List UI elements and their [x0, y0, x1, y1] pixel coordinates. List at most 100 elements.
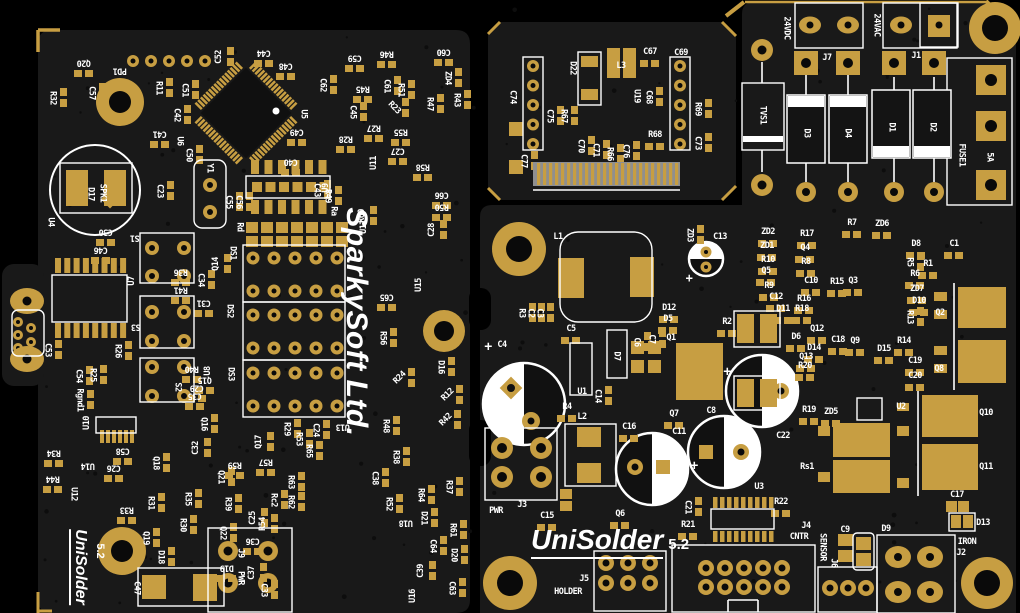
silkscreen-label: U4	[45, 217, 56, 227]
silkscreen-label: C10	[804, 275, 818, 286]
silkscreen-label: R1	[923, 258, 933, 269]
silkscreen-label: C36	[246, 535, 260, 546]
silkscreen-label: C44	[257, 47, 271, 58]
silkscreen-label: C60	[437, 46, 451, 57]
silkscreen-label: U2	[896, 401, 906, 412]
silkscreen-label: R2	[722, 316, 732, 327]
silkscreen-label: D11	[776, 303, 790, 314]
silkscreen-label: J4	[801, 520, 811, 531]
silkscreen-label: C27	[391, 145, 405, 156]
silkscreen-label: R25	[87, 368, 98, 382]
silkscreen-label: R52	[383, 497, 394, 511]
silkscreen-label: 5A	[984, 152, 995, 162]
silkscreen-label: C39	[415, 564, 426, 578]
silkscreen-label: C6	[631, 337, 642, 347]
silkscreen-label: C41	[153, 128, 167, 139]
silkscreen-label: U11	[368, 156, 379, 170]
silkscreen-label: C34	[195, 273, 206, 287]
silkscreen-label: C26	[107, 462, 121, 473]
silkscreen-label: J3	[517, 499, 527, 510]
silkscreen-label: TVS1	[757, 105, 768, 125]
silkscreen-label: R6	[910, 268, 920, 279]
silkscreen-label: C9	[840, 524, 850, 535]
silkscreen-label: R23	[385, 99, 403, 117]
silkscreen-label: D10	[912, 295, 926, 306]
silkscreen-label: 24VAC	[871, 13, 882, 37]
silkscreen-label: Ra	[328, 206, 339, 216]
silkscreen-label: R11	[153, 81, 164, 95]
silkscreen-label: C2	[525, 308, 536, 318]
silkscreen-label: C5	[566, 323, 576, 334]
silkscreen-label: U5	[298, 109, 309, 119]
silkscreen-label: R56	[377, 331, 388, 345]
silkscreen-label: C31	[197, 297, 211, 308]
silkscreen-label: R40	[185, 363, 199, 374]
silkscreen-label: R66	[604, 147, 615, 161]
silkscreen-label: U19	[631, 89, 642, 103]
silkscreen-label: Q6	[615, 508, 625, 519]
silkscreen-label: C71	[590, 143, 601, 157]
silkscreen-label: C16	[622, 421, 636, 432]
silkscreen-label: R14	[897, 335, 911, 346]
silkscreen-label: S1	[130, 232, 140, 243]
silkscreen-label: R62	[285, 495, 296, 509]
silkscreen-label: D12	[662, 302, 676, 313]
silkscreen-label: U12	[68, 487, 79, 501]
silkscreen-label: +	[685, 271, 693, 285]
silkscreen-label: R69	[692, 102, 703, 116]
silkscreen-label: R30	[177, 518, 188, 532]
silkscreen-label: ZD1	[760, 240, 774, 251]
silkscreen-label: C40	[284, 156, 298, 167]
silkscreen-label: R67	[558, 109, 569, 123]
silkscreen-label: R8	[801, 256, 811, 267]
silkscreen-label: R34	[47, 447, 61, 458]
silkscreen-label: D13	[976, 517, 990, 528]
silkscreen-label: C56	[233, 195, 244, 209]
silkscreen-label: C21	[682, 500, 693, 514]
silkscreen-label: R61	[447, 523, 458, 537]
silkscreen-label: R20	[798, 360, 812, 371]
product-version-text: 5.2	[668, 536, 690, 553]
silkscreen-label: Q21	[215, 470, 226, 484]
silkscreen-label: D15	[877, 343, 891, 354]
silkscreen-label: R43	[451, 93, 462, 107]
silkscreen-label: Q8	[934, 363, 944, 374]
silkscreen-label: C24	[310, 423, 321, 437]
silkscreen-label: R36	[174, 266, 188, 277]
silkscreen-label: R18	[795, 303, 809, 314]
silkscreen-label: C49	[290, 126, 304, 137]
silkscreen-label: C63	[446, 581, 457, 595]
silkscreen-label: R29	[281, 422, 292, 436]
silkscreen-label: D9	[881, 523, 891, 534]
silkscreen-label: R31	[145, 496, 156, 510]
silkscreen-label: Q3	[848, 275, 858, 286]
silkscreen-label: R32	[47, 91, 58, 105]
silkscreen-label: R57	[259, 456, 273, 467]
product-title: UniSolder 5.2	[531, 524, 689, 559]
silkscreen-label: SENSOR	[817, 533, 828, 561]
silkscreen-label: D6	[791, 331, 801, 342]
silkscreen-label: U1	[577, 386, 587, 397]
silkscreen-label: U14	[81, 460, 95, 471]
silkscreen-label: J5	[579, 573, 589, 584]
silkscreen-label: Q22	[217, 526, 228, 540]
silkscreen-label: C55	[223, 195, 234, 209]
silkscreen-label: C22	[776, 430, 790, 441]
silkscreen-label: R48	[380, 419, 391, 433]
silkscreen-label: R16	[797, 293, 811, 304]
silkscreen-label: U6	[174, 136, 185, 146]
silkscreen-label: D21	[418, 511, 429, 525]
silkscreen-label: R12	[439, 386, 457, 404]
silkscreen-label: D5	[663, 313, 673, 324]
silkscreen-label: D4	[842, 128, 853, 138]
silkscreen-label: R64	[415, 488, 426, 502]
silkscreen-label: R41	[174, 284, 188, 295]
silkscreen-label: Y1	[204, 163, 215, 173]
silkscreen-label: C68	[643, 90, 654, 104]
manufacturer-text: SparkySoft Ltd.	[340, 207, 373, 437]
silkscreen-label: SPK1	[97, 183, 108, 203]
silkscreen-label: R58	[416, 161, 430, 172]
silkscreen-label: PD1	[113, 65, 127, 76]
silkscreen-label: R53	[293, 432, 304, 446]
